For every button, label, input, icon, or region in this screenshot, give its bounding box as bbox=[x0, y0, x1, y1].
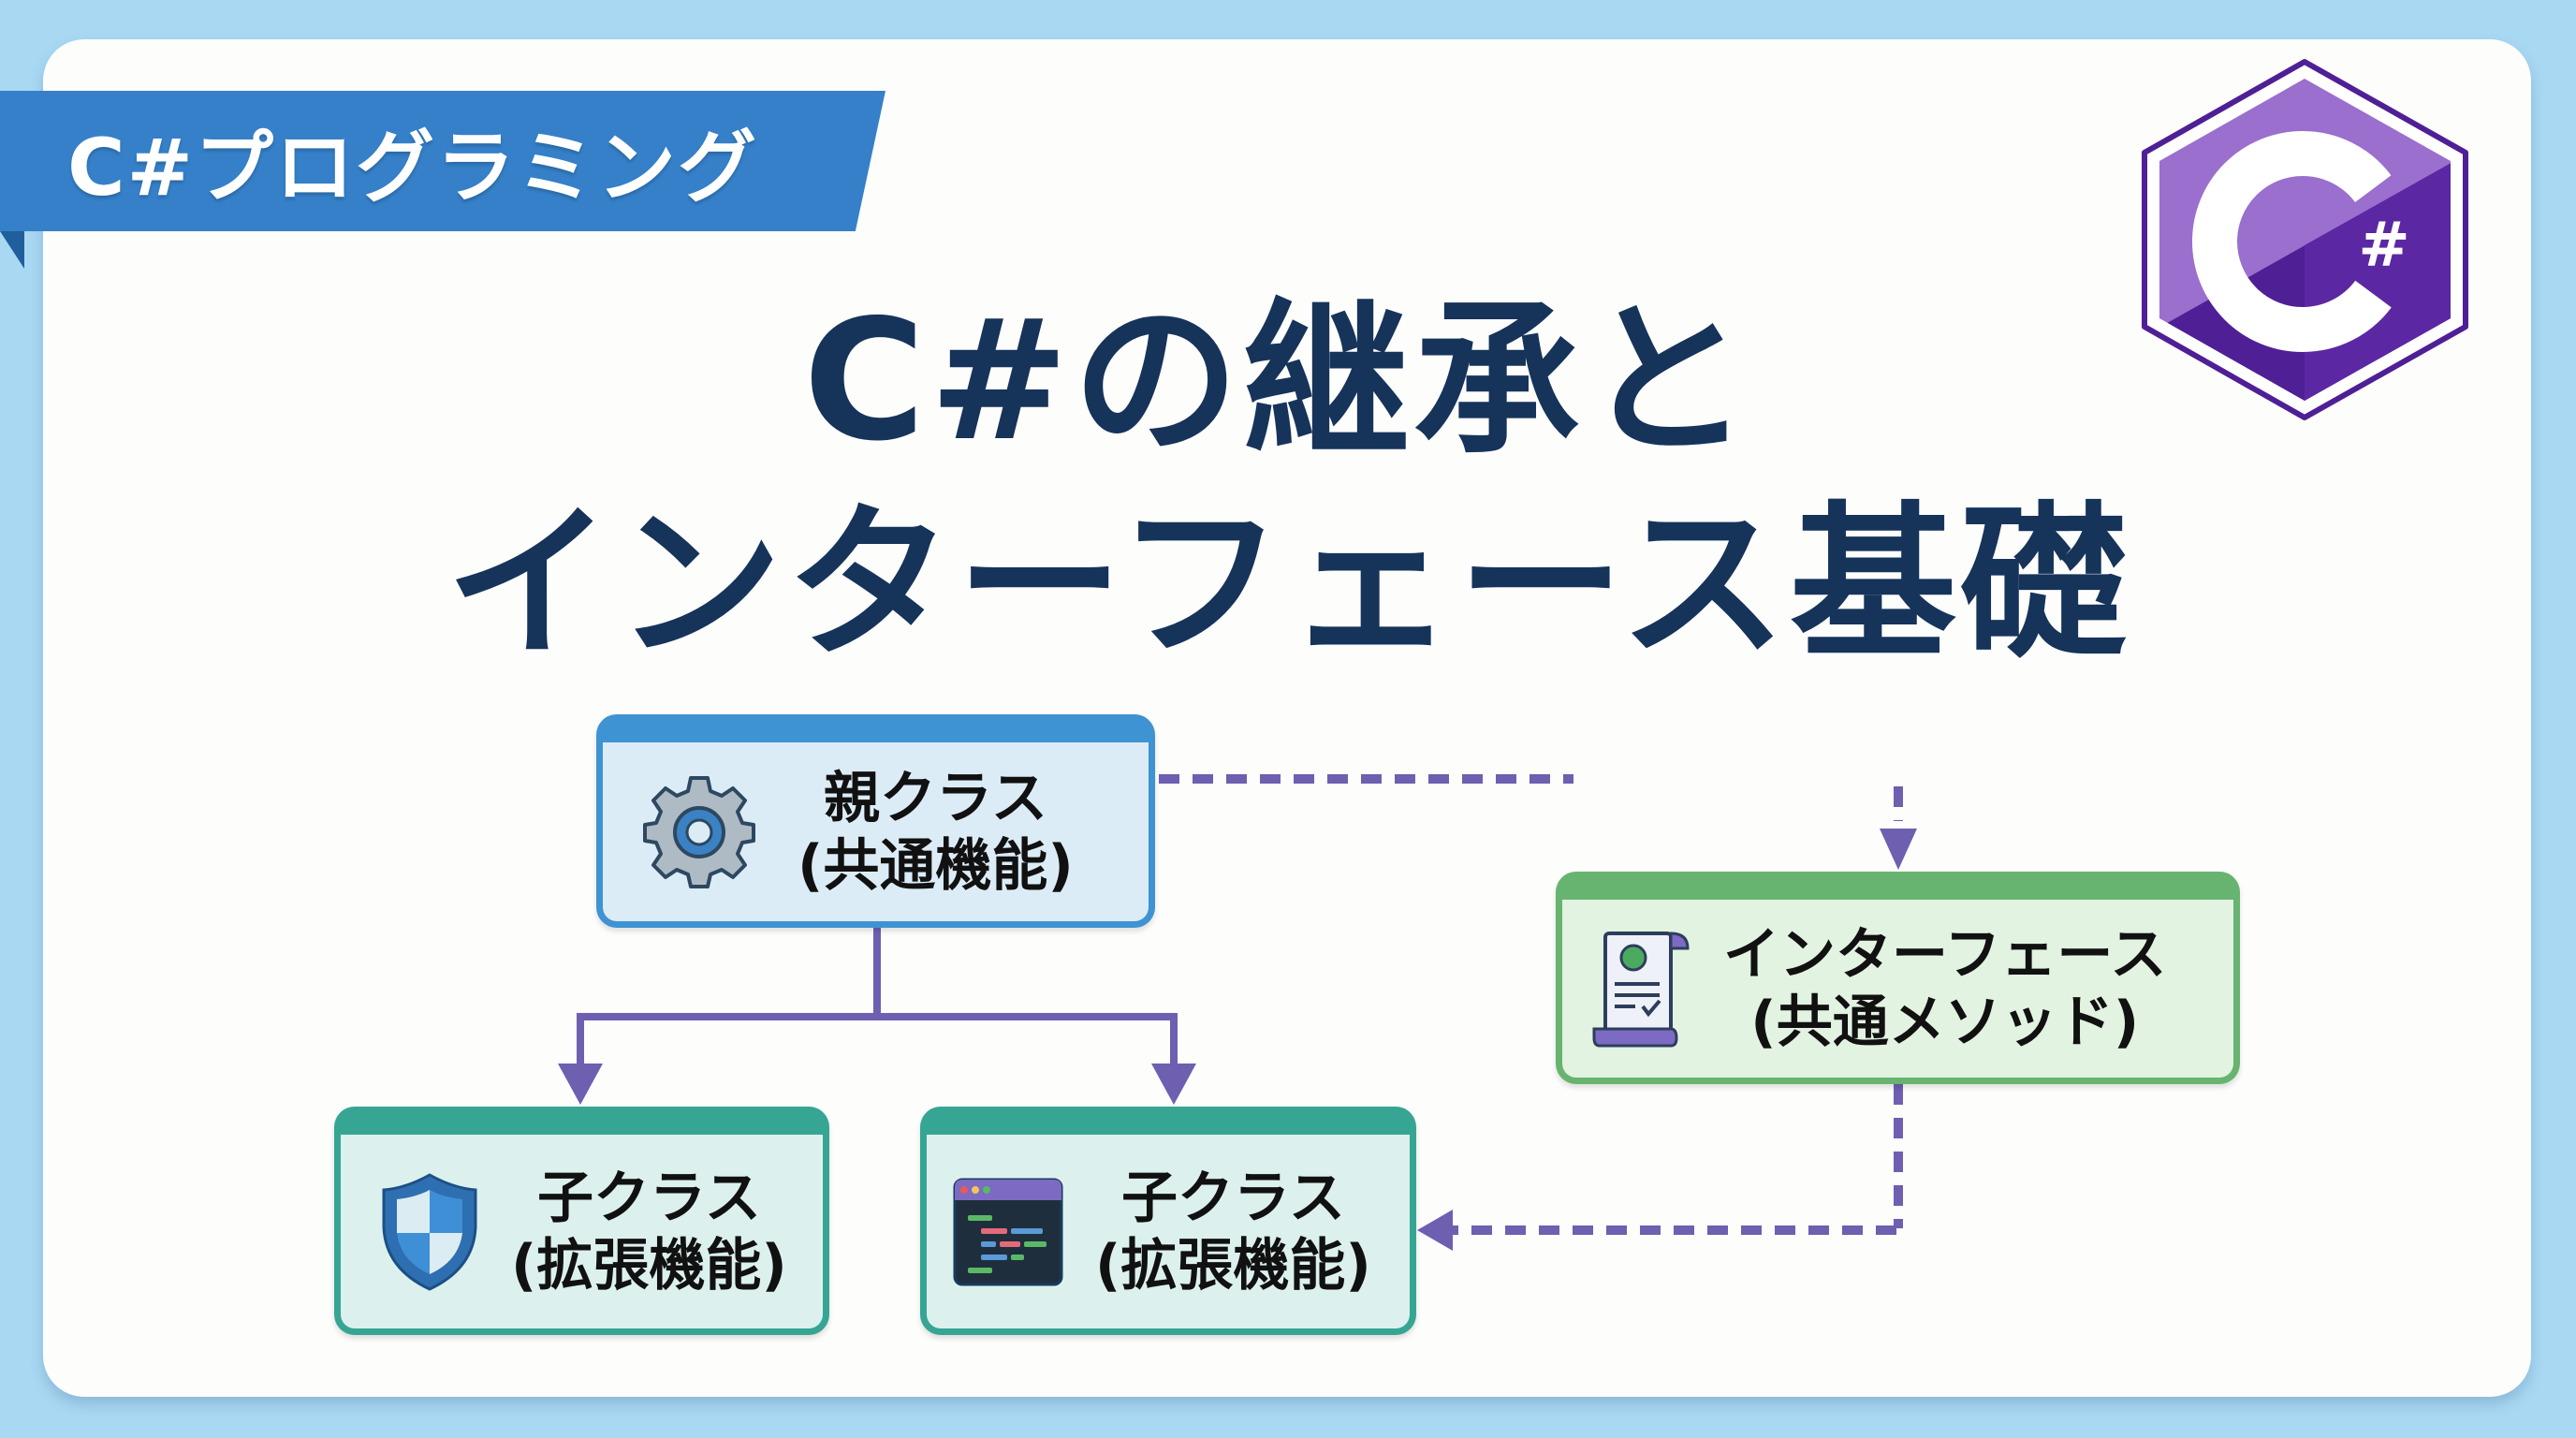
interface-subtitle: (共通メソッド) bbox=[1750, 990, 2140, 1055]
parent-class-subtitle: (共通機能) bbox=[798, 832, 1074, 899]
interface-box[interactable]: インターフェース (共通メソッド) bbox=[1556, 872, 2240, 1084]
banner-fold bbox=[0, 231, 24, 269]
gear-icon bbox=[643, 775, 755, 888]
logo-sharp: # bbox=[2358, 209, 2409, 281]
code-window-icon bbox=[953, 1178, 1063, 1285]
shield-icon bbox=[382, 1172, 477, 1291]
parent-class-box[interactable]: 親クラス (共通機能) bbox=[596, 714, 1155, 928]
category-banner: C#プログラミング bbox=[0, 91, 886, 231]
child-class-1-subtitle: (拡張機能) bbox=[511, 1232, 787, 1299]
child-class-2-title: 子クラス bbox=[1121, 1165, 1345, 1231]
parent-class-title: 親クラス bbox=[824, 765, 1047, 831]
child-class-2-subtitle: (拡張機能) bbox=[1095, 1232, 1371, 1299]
banner-label: C#プログラミング bbox=[67, 121, 759, 213]
child-class-1-title: 子クラス bbox=[537, 1165, 761, 1231]
contract-scroll-icon bbox=[1592, 932, 1690, 1048]
title-line-2: インターフェース基礎 bbox=[445, 487, 2131, 681]
interface-title: インターフェース bbox=[1723, 922, 2167, 988]
child-class-box-1[interactable]: 子クラス (拡張機能) bbox=[334, 1107, 829, 1335]
child-class-box-2[interactable]: 子クラス (拡張機能) bbox=[920, 1107, 1416, 1335]
title-line-1: C#の継承と bbox=[803, 284, 1754, 477]
csharp-logo-icon: # bbox=[2142, 59, 2468, 420]
